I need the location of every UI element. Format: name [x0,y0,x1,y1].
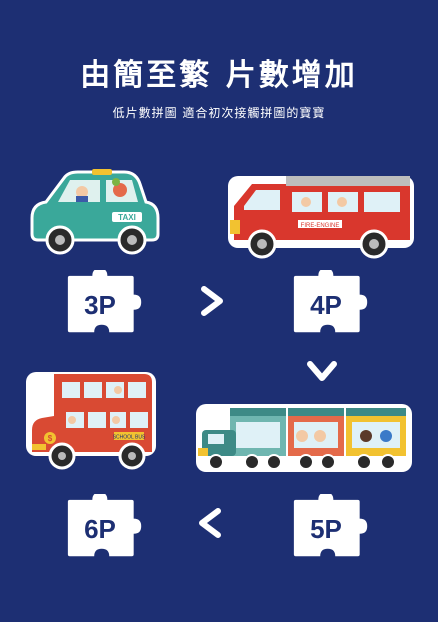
page-subtitle: 低片數拼圖 適合初次接觸拼圖的寶寶 [112,106,326,120]
fire-truck-puzzle-image: FIRE-ENGINE [228,176,414,259]
puzzle-piece-4p: 4P [293,270,368,333]
piece-label-5p: 5P [310,514,342,544]
chevron-down-icon [307,361,337,381]
taxi-sign: TAXI [118,213,136,222]
double-decker-bus-puzzle-image: SCHOOL BUS $ [26,372,156,470]
puzzle-piece-6p: 6P [67,494,142,557]
puzzle-piece-3p: 3P [67,270,142,333]
page-title: 由簡至繁 片數增加 [80,58,358,93]
piece-label-4p: 4P [310,290,342,320]
puzzle-piece-5p: 5P [293,494,368,557]
train-puzzle-image [196,404,412,472]
piece-label-3p: 3P [84,290,116,320]
bus-badge: $ [48,434,53,443]
fire-truck-sign: FIRE-ENGINE [301,223,340,229]
taxi-puzzle-image: TAXI [30,169,160,255]
piece-label-6p: 6P [84,514,116,544]
chevron-right-icon [201,286,223,316]
chevron-left-icon [199,508,221,538]
bus-sign: SCHOOL BUS [113,435,146,441]
